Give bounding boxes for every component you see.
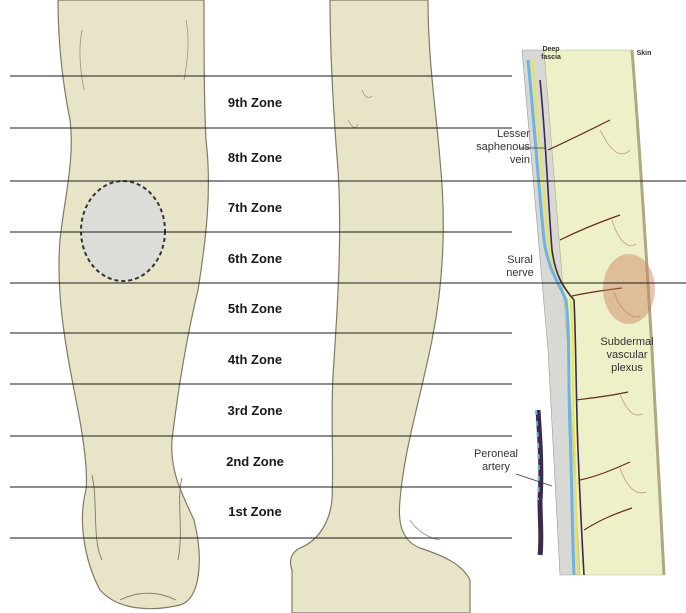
lateral-leg-outline xyxy=(290,0,470,613)
zone-label-9: 9th Zone xyxy=(200,95,310,110)
zone-label-3: 3rd Zone xyxy=(200,403,310,418)
deep-fascia-label: Deep fascia xyxy=(534,46,568,62)
zone-label-8: 8th Zone xyxy=(200,150,310,165)
peroneal-pointer xyxy=(516,474,552,486)
skin-label: Skin xyxy=(632,50,656,58)
lesser-saphenous-vein-label: Lesser saphenous vein xyxy=(466,128,530,167)
zone-label-7: 7th Zone xyxy=(200,200,310,215)
subdermal-plexus-area xyxy=(603,254,655,324)
sural-nerve-label: Sural nerve xyxy=(500,254,540,280)
zone-label-6: 6th Zone xyxy=(200,251,310,266)
flap-outline xyxy=(81,181,165,281)
zone-label-5: 5th Zone xyxy=(200,301,310,316)
zone-label-4: 4th Zone xyxy=(200,352,310,367)
peroneal-artery-label: Peroneal artery xyxy=(468,448,524,474)
subdermal-plexus-label: Subdermal vascular plexus xyxy=(594,336,660,375)
zone-label-2: 2nd Zone xyxy=(200,454,310,469)
zone-label-1: 1st Zone xyxy=(200,504,310,519)
posterior-leg-outline xyxy=(58,0,208,609)
cross-section xyxy=(522,50,664,575)
